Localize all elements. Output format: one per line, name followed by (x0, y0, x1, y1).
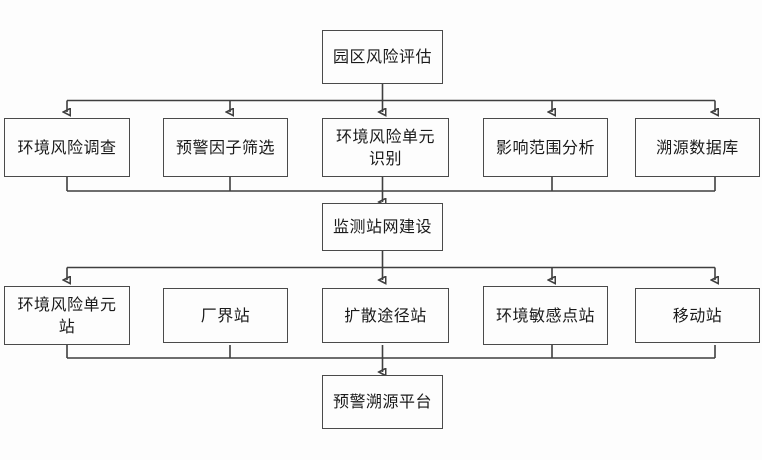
node-environmental-risk-survey[interactable]: 环境风险调查 (4, 118, 130, 177)
node-label: 环境风险单元站 (17, 294, 117, 336)
node-plant-boundary-station[interactable]: 厂界站 (163, 288, 288, 343)
node-label: 影响范围分析 (495, 137, 595, 157)
node-label: 环境风险单元识别 (335, 126, 435, 168)
node-early-warning-traceability-platform[interactable]: 预警溯源平台 (322, 375, 443, 429)
node-label: 厂界站 (200, 305, 251, 325)
node-mobile-station[interactable]: 移动站 (635, 288, 760, 343)
node-park-risk-assessment[interactable]: 园区风险评估 (322, 30, 443, 84)
node-environmental-risk-unit-identification[interactable]: 环境风险单元识别 (322, 118, 449, 177)
node-label: 扩散途径站 (344, 305, 427, 325)
node-traceability-database[interactable]: 溯源数据库 (635, 118, 760, 177)
node-label: 预警溯源平台 (332, 392, 432, 411)
node-early-warning-factor-screening[interactable]: 预警因子筛选 (163, 118, 288, 177)
node-label: 园区风险评估 (332, 47, 432, 66)
node-label: 移动站 (672, 305, 723, 325)
node-label: 预警因子筛选 (175, 137, 275, 157)
node-environmental-sensitive-point-station[interactable]: 环境敏感点站 (483, 286, 608, 345)
node-label: 环境敏感点站 (495, 305, 595, 325)
node-label: 环境风险调查 (17, 137, 117, 157)
node-environmental-risk-unit-station[interactable]: 环境风险单元站 (4, 286, 130, 345)
node-label: 溯源数据库 (656, 137, 739, 157)
node-label: 监测站网建设 (332, 217, 432, 236)
node-monitoring-station-network-construction[interactable]: 监测站网建设 (322, 203, 443, 251)
node-diffusion-pathway-station[interactable]: 扩散途径站 (322, 288, 449, 343)
node-impact-range-analysis[interactable]: 影响范围分析 (483, 118, 608, 177)
